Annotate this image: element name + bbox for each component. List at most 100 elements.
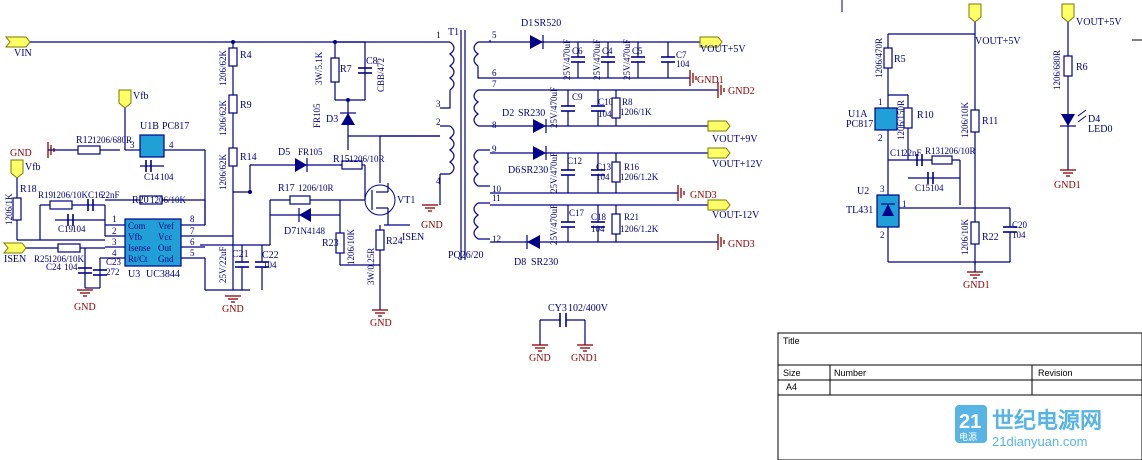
t1-core: PQ26/20 [448,250,484,261]
u1a-p2: 2 [878,133,883,143]
r4-resistor [228,47,238,67]
r25-value: 1206/10K [48,254,85,264]
r16-value: 1206/1.2K [620,172,659,182]
r10-value: 1206/150R [896,100,906,140]
u3-vfb: Vfb [128,232,142,242]
r14-label: R14 [240,152,257,163]
u3-vref: Vref [158,221,174,231]
vout9-label: VOUT+9V [712,134,758,145]
watermark-badge: 21 [959,411,981,433]
u2-p1: 1 [902,199,907,209]
r19-resistor [49,200,73,210]
r17-resistor [289,195,311,205]
r4-value: 1206/62K [218,49,228,86]
r5-resistor [883,47,893,69]
watermark-text: 世纪电源网 [992,408,1102,433]
r14-value: 1206/62K [218,153,228,190]
r12-resistor [77,145,101,155]
r6-value: 1206/680R [1052,50,1062,90]
watermark-badge-sub: 电源 [959,431,977,442]
d2-value: SR230 [518,108,545,119]
u3-p6: 6 [190,237,195,247]
r20-resistor [139,195,163,205]
r15-value: 1206/10R [349,154,385,164]
r9-value: 1206/62K [218,99,228,136]
u3-p8: 8 [190,214,195,224]
vt1-mosfet [364,184,396,216]
u1b-p4: 4 [169,140,174,150]
vout5-port-led [1061,3,1075,23]
c16-label: C16 [88,190,104,200]
c6-c4-c5-c7-caps [571,42,675,78]
d1-value: SR520 [534,18,561,29]
c7-label: C7 [676,50,687,60]
r19-value: 1206/10K [52,190,89,200]
vfb-port-top [118,89,132,109]
c23-value: 272 [106,267,120,277]
r21-label: R21 [624,212,639,222]
r8-value: 1206/1K [620,107,652,117]
size-value: A4 [786,382,797,392]
u1a-pc817 [874,107,898,131]
t1-pin7: 7 [492,79,497,89]
c11-label: C11 [890,148,905,158]
d7-value: 1N4148 [296,226,325,236]
t1-pin12: 12 [492,234,501,244]
r18-resistor [12,197,22,221]
c18-value: 104 [591,224,605,234]
t1-label: T1 [448,27,459,38]
r12-label: R12 [76,135,93,146]
u1b-pc817 [139,134,165,158]
r5-value: 1206/470R [874,38,884,78]
gnd-left: GND [10,148,32,159]
u3-p7: 7 [190,226,195,236]
u3-out: Out [158,243,172,253]
gnd1-led: GND1 [1054,180,1081,191]
r11-value: 1206/10K [960,101,970,138]
gnd-u3: GND [222,304,244,315]
c13-label: C13 [596,162,612,172]
t1-pin2: 2 [436,117,441,127]
u3-vcc: Vcc [158,232,173,242]
r7-label: R7 [340,64,352,75]
u2-p2: 2 [880,230,885,240]
gnd-cy3: GND [529,353,551,364]
c22-value: 104 [263,260,277,270]
d4-value: LED0 [1088,124,1112,135]
r7-resistor [330,57,340,83]
r25-label: R25 [34,254,50,264]
r24-value: 3W/0.25R [366,248,376,285]
r16-resistor [611,161,621,183]
r23-value: 1206/10K [346,228,356,265]
r8-resistor [611,97,621,119]
c14-label: C14 [144,172,160,182]
c24-value: 104 [64,262,78,272]
t1-pin8: 8 [492,120,497,130]
r9-resistor [228,94,238,114]
r19-label: R19 [38,190,54,200]
watermark-site: 21dianyuan.com [992,434,1087,449]
vt1-label: VT1 [397,195,415,206]
r21-resistor [611,213,621,235]
c12-value: 25V/470uF [549,152,559,193]
d3-label: D3 [326,114,338,125]
d2-label: D2 [502,108,514,119]
r24-label: R24 [386,236,403,247]
vout5-port [699,36,723,48]
gnd-mosfet: GND [370,318,392,329]
c20-value: 104 [1012,230,1026,240]
c7-value: 104 [676,59,690,69]
d8-value: SR230 [531,257,558,268]
r18-label: R18 [20,184,37,195]
vin-port [4,36,31,48]
d6-value: SR230 [521,165,548,176]
r17-value: 1206/10R [298,183,334,193]
c14-value: 104 [160,172,174,182]
d5-label: D5 [278,147,290,158]
c10-label: C10 [598,97,614,107]
c5-label: C5 [632,46,643,56]
gnd3-top: GND3 [690,190,717,201]
vout12-port [707,147,731,159]
gnd2-label: GND2 [728,86,755,97]
vfb-label-top: Vfb [133,91,149,102]
